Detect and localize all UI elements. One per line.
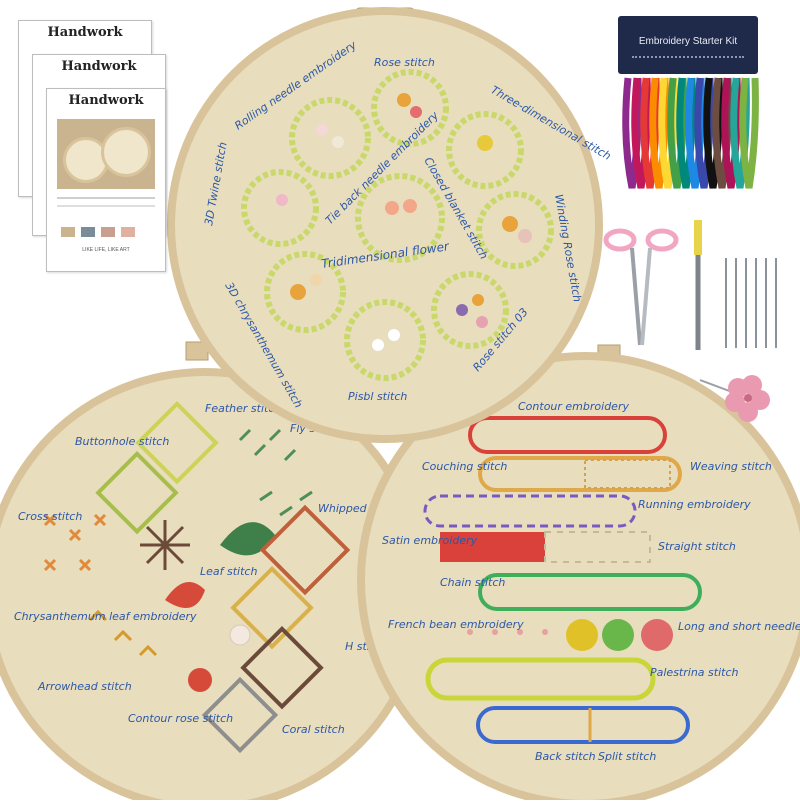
flower-threader-icon — [699, 375, 770, 422]
label-coral: Coral stitch — [282, 723, 345, 736]
label-buttonhole: Buttonhole stitch — [75, 435, 169, 448]
label-back: Back stitch — [535, 750, 596, 763]
needles-icon — [725, 258, 777, 348]
label-straight: Straight stitch — [658, 540, 736, 553]
label-long-short: Long and short needlesi — [678, 620, 800, 633]
manual-card-title: Handwork — [61, 59, 137, 74]
manual-footer: LIKE LIFE, LIKE ART — [82, 247, 130, 253]
scissors-icon — [603, 228, 679, 346]
hoop-right: Contour embroidery Couching stitch Weavi… — [357, 344, 800, 804]
embroidery-floss — [622, 77, 759, 189]
label-running: Running embroidery — [638, 498, 751, 511]
hoop-left: Buttonhole stitch Feather stitch Fly sti… — [0, 341, 430, 804]
label-weaving: Weaving stitch — [690, 460, 772, 473]
label-palestrina: Palestrina stitch — [650, 666, 738, 679]
label-split: Split stitch — [598, 750, 656, 763]
starter-kit-card: Embroidery Starter Kit — [618, 16, 758, 74]
manual-card-title: Handwork — [47, 25, 123, 40]
threader-icon — [694, 220, 702, 350]
floss-skein — [739, 77, 759, 189]
label-arrowhead: Arrowhead stitch — [37, 680, 132, 693]
label-feather: Feather stitch — [205, 402, 281, 415]
label-chrysanthemum-leaf: Chrysanthemum leaf embroidery — [14, 610, 197, 623]
label-couching: Couching stitch — [422, 460, 507, 473]
manual-card-front: Handwork LIKE LIFE, LIKE ART — [46, 88, 166, 272]
label-chain: Chain stitch — [440, 576, 505, 589]
label-contour: Contour embroidery — [518, 400, 629, 413]
label-contour-rose: Contour rose stitch — [128, 712, 233, 725]
manual-card-title: Handwork — [68, 93, 144, 108]
label-cross: Cross stitch — [18, 510, 82, 523]
starter-kit-title: Embroidery Starter Kit — [638, 36, 738, 47]
label-french: French bean embroidery — [388, 618, 524, 631]
label-pistil: Pisbl stitch — [348, 390, 407, 403]
label-leaf: Leaf stitch — [200, 565, 257, 578]
label-rose: Rose stitch — [374, 56, 435, 69]
label-satin: Satin embroidery — [382, 534, 478, 547]
manual-photo — [57, 119, 155, 189]
hoop-top: Rolling needle embroidery Rose stitch Th… — [167, 7, 613, 443]
